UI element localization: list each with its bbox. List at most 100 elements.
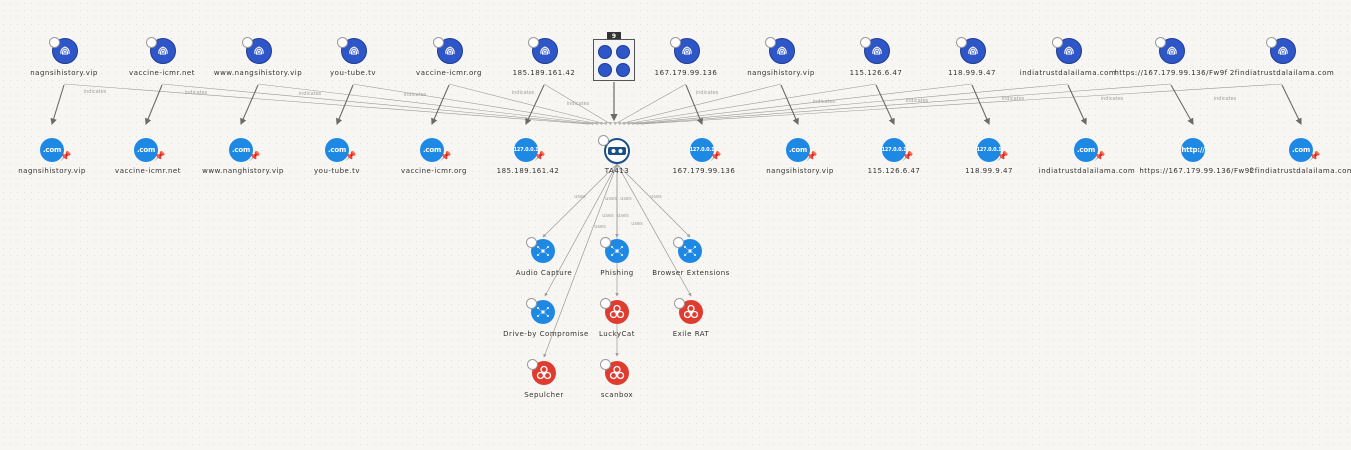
- fingerprint-icon: [598, 63, 612, 77]
- observable-label-1: vaccine-icmr.net: [115, 167, 181, 175]
- observable-node-1[interactable]: .com: [134, 138, 158, 162]
- indicator-observable-edge: [240, 84, 259, 126]
- indicator-label-9: 118.99.9.47: [948, 69, 996, 77]
- pin-icon[interactable]: 📌: [806, 152, 818, 162]
- select-circle[interactable]: [674, 298, 685, 309]
- select-circle[interactable]: [670, 37, 681, 48]
- select-circle[interactable]: [600, 298, 611, 309]
- arrow-head: [608, 122, 613, 126]
- select-circle[interactable]: [600, 237, 611, 248]
- fingerprint-icon: [682, 46, 692, 56]
- pin-icon[interactable]: 📌: [60, 152, 72, 162]
- select-circle[interactable]: [49, 37, 60, 48]
- fingerprint-icon: [349, 46, 359, 56]
- pin-icon[interactable]: 📌: [1094, 152, 1106, 162]
- pin-icon[interactable]: 📌: [440, 152, 452, 162]
- select-circle[interactable]: [673, 237, 684, 248]
- malware-label-1: Exile RAT: [672, 330, 710, 338]
- pin-icon[interactable]: 📌: [154, 152, 166, 162]
- select-circle[interactable]: [526, 298, 537, 309]
- arrow-head: [613, 122, 617, 126]
- select-circle[interactable]: [956, 37, 967, 48]
- observable-node-13[interactable]: .com: [1289, 138, 1313, 162]
- threat-actor-node[interactable]: [604, 138, 630, 164]
- edge-label: uses: [594, 224, 606, 230]
- indicates-edge: [63, 83, 589, 125]
- observable-label-2: www.nanghistory.vip: [202, 167, 284, 175]
- observable-label-4: vaccine-icmr.org: [401, 167, 467, 175]
- biohazard-icon: [609, 304, 625, 319]
- indicates-edge: [352, 83, 602, 125]
- pin-icon[interactable]: 📌: [345, 152, 357, 162]
- pin-icon[interactable]: 📌: [249, 152, 261, 162]
- select-circle[interactable]: [528, 37, 539, 48]
- observable-node-10[interactable]: 127.0.0.1: [977, 138, 1002, 162]
- observable-label-13: 2findiatrustdalailama.com: [1249, 167, 1351, 175]
- observable-node-12[interactable]: http://: [1181, 138, 1205, 162]
- indicator-node-7[interactable]: [769, 38, 795, 64]
- attack-pattern-label-3: Drive-by Compromise: [503, 330, 589, 338]
- observable-node-11[interactable]: .com: [1074, 138, 1098, 162]
- indicator-observable-edge: [1170, 84, 1194, 125]
- observable-label-11: indiatrustdalailama.com: [1038, 167, 1136, 175]
- edge-label: indicates: [1001, 96, 1025, 102]
- pin-icon[interactable]: 📌: [710, 152, 722, 162]
- edge-label: indicates: [184, 90, 208, 96]
- arrow-head: [595, 122, 599, 126]
- select-circle[interactable]: [242, 37, 253, 48]
- indicator-observable-edge: [145, 84, 163, 126]
- select-circle[interactable]: [860, 37, 871, 48]
- select-circle[interactable]: [146, 37, 157, 48]
- observable-label-7: 167.179.99.136: [672, 167, 736, 175]
- select-circle[interactable]: [1155, 37, 1166, 48]
- select-circle[interactable]: [1266, 37, 1277, 48]
- observable-node-5[interactable]: 127.0.0.1: [514, 138, 539, 162]
- edge-label: indicates: [83, 89, 107, 95]
- pin-icon[interactable]: 📌: [902, 152, 914, 162]
- observable-label-10: 118.99.9.47: [965, 167, 1013, 175]
- indicator-label-6: 167.179.99.136: [654, 69, 718, 77]
- observable-node-3[interactable]: .com: [325, 138, 349, 162]
- group-count-badge: 9: [607, 32, 621, 41]
- pin-icon[interactable]: 📌: [997, 152, 1009, 162]
- select-circle[interactable]: [1052, 37, 1063, 48]
- arrow-head: [617, 122, 622, 126]
- observable-label-8: nangsihistory.vip: [766, 167, 834, 175]
- attack-pattern-icon: [684, 246, 696, 256]
- pin-icon[interactable]: 📌: [1309, 152, 1321, 162]
- edge-label: indicates: [511, 90, 535, 96]
- observable-node-0[interactable]: .com: [40, 138, 64, 162]
- edge-label: indicates: [1100, 96, 1124, 102]
- indicator-node-10[interactable]: [1056, 38, 1082, 64]
- fingerprint-icon: [445, 46, 455, 56]
- edge-label: indicates: [905, 98, 929, 104]
- edge-label: indicates: [695, 90, 719, 96]
- observable-node-9[interactable]: 127.0.0.1: [882, 138, 907, 162]
- observable-node-7[interactable]: 127.0.0.1: [690, 138, 715, 162]
- select-circle[interactable]: [600, 359, 611, 370]
- observable-label-0: nagnsihistory.vip: [18, 167, 86, 175]
- indicates-edge: [641, 83, 1283, 125]
- select-circle[interactable]: [526, 237, 537, 248]
- select-circle[interactable]: [337, 37, 348, 48]
- fingerprint-icon: [872, 46, 882, 56]
- fingerprint-icon: [1167, 46, 1177, 56]
- select-circle[interactable]: [598, 135, 609, 146]
- select-circle[interactable]: [433, 37, 444, 48]
- observable-node-2[interactable]: .com: [229, 138, 253, 162]
- indicator-node-5[interactable]: [532, 38, 558, 64]
- pin-icon[interactable]: 📌: [534, 152, 546, 162]
- indicator-label-8: 115.126.6.47: [849, 69, 903, 77]
- attack-pattern-label-2: Browser Extensions: [652, 269, 730, 277]
- observable-node-4[interactable]: .com: [420, 138, 444, 162]
- arrow-head: [626, 122, 631, 126]
- observable-label-3: you-tube.tv: [314, 167, 360, 175]
- select-circle[interactable]: [765, 37, 776, 48]
- indicator-group-box[interactable]: [593, 39, 635, 81]
- indicator-observable-edge: [50, 84, 65, 126]
- select-circle[interactable]: [527, 359, 538, 370]
- fingerprint-icon: [968, 46, 978, 56]
- observable-node-8[interactable]: .com: [786, 138, 810, 162]
- indicator-observable-edge: [431, 84, 450, 126]
